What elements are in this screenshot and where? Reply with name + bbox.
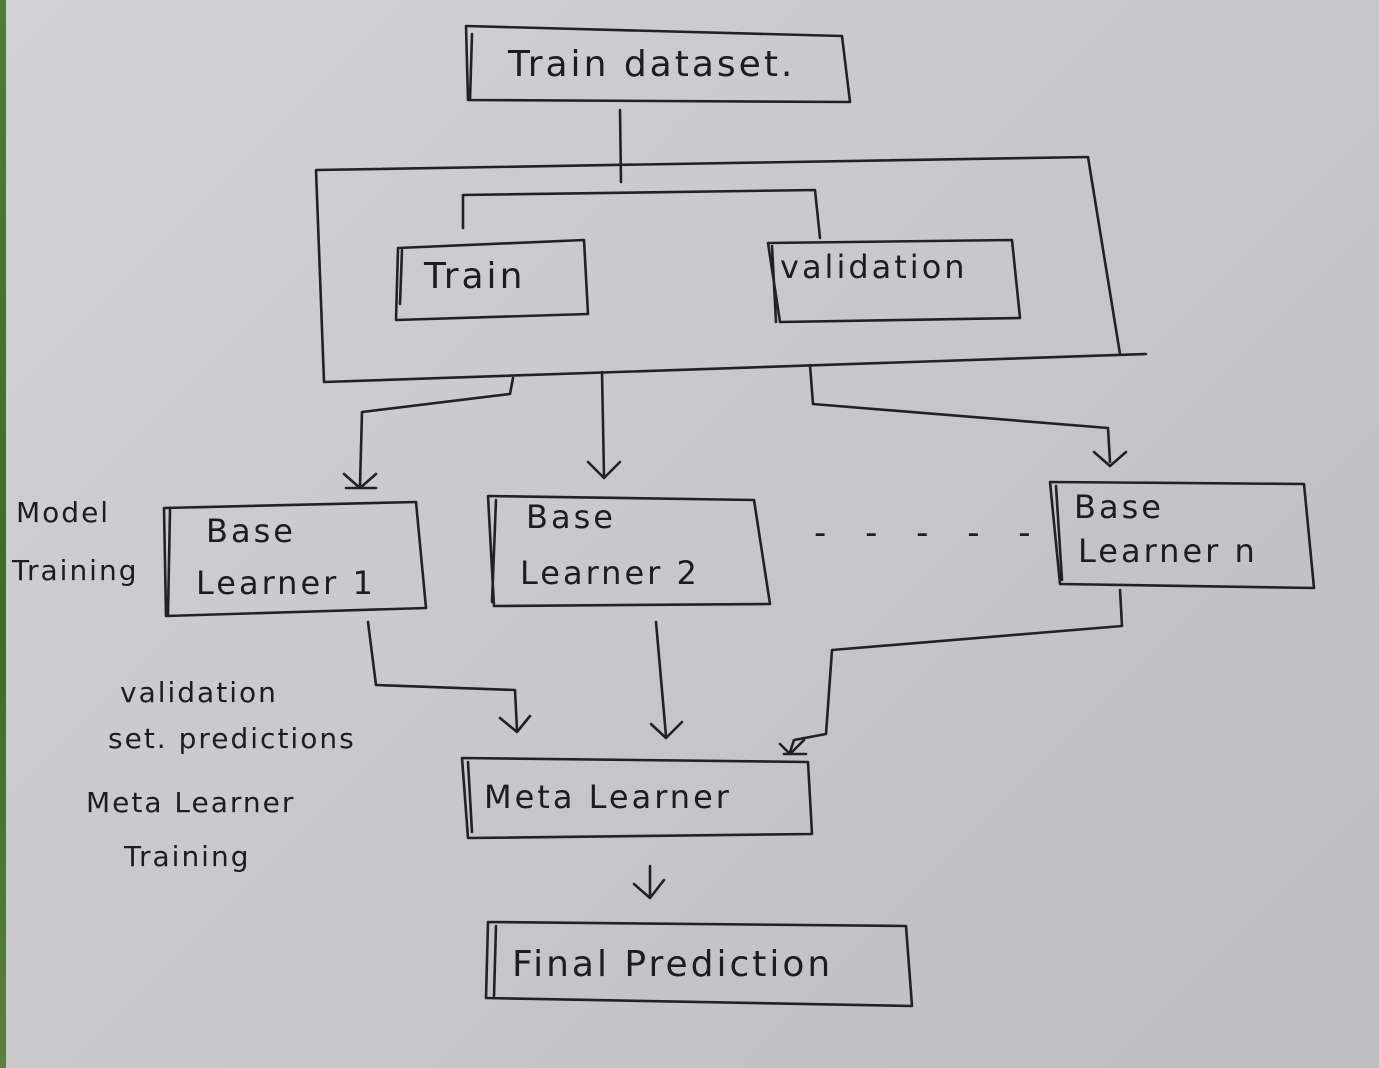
arrowhead-base-2: [586, 460, 622, 480]
node-final-prediction-label: Final Prediction: [512, 944, 833, 985]
edge-dataset-to-split: [618, 108, 623, 184]
node-train-label: Train: [423, 256, 525, 297]
edge-group-to-base-n: [808, 363, 1112, 464]
edge-base-2-to-meta: [654, 620, 668, 738]
label-validation-predictions-line2: set. predictions: [108, 722, 356, 755]
node-base-learner-2-line2: Learner 2: [520, 554, 700, 592]
label-meta-learner-training-line1: Meta Learner: [86, 786, 295, 819]
label-model-training: Model Training: [11, 496, 138, 587]
label-meta-learner-training-line2: Training: [123, 840, 250, 873]
edge-group-to-base-2: [600, 370, 606, 478]
node-validation: validation: [766, 238, 1022, 324]
node-base-learner-1: Base Learner 1: [162, 500, 428, 618]
arrowhead-base-1: [342, 472, 378, 490]
arrowhead-final: [632, 878, 666, 900]
node-meta-learner-label: Meta Learner: [484, 778, 732, 816]
background-edge: [0, 0, 6, 1068]
edge-base-n-to-meta: [788, 588, 1124, 754]
node-base-learner-1-line2: Learner 1: [196, 564, 376, 602]
node-validation-label: validation: [780, 248, 968, 286]
node-train: Train: [394, 238, 590, 322]
node-train-dataset: Train dataset.: [464, 24, 852, 104]
node-base-learner-1-line1: Base: [206, 512, 296, 550]
label-model-training-line2: Training: [11, 554, 138, 587]
node-base-learner-n-line1: Base: [1074, 488, 1164, 526]
label-validation-predictions: validation set. predictions: [108, 676, 356, 755]
connectors: [314, 108, 1148, 900]
node-train-dataset-label: Train dataset.: [507, 44, 795, 85]
node-base-learner-2-line1: Base: [526, 498, 616, 536]
node-base-learner-n: Base Learner n: [1048, 480, 1316, 590]
arrowhead-meta-from-n: [778, 738, 808, 756]
arrowhead-base-n: [1092, 450, 1128, 468]
label-meta-learner-training: Meta Learner Training: [86, 786, 295, 873]
edge-base-1-to-meta: [366, 620, 519, 732]
node-final-prediction: Final Prediction: [484, 920, 914, 1008]
node-base-learner-n-line2: Learner n: [1078, 532, 1258, 570]
node-meta-learner: Meta Learner: [460, 756, 814, 840]
arrowhead-meta-from-1: [498, 714, 532, 734]
node-base-learner-2: Base Learner 2: [486, 494, 772, 608]
edge-group-to-base-1: [358, 376, 515, 488]
label-model-training-line1: Model: [16, 496, 110, 529]
arrowhead-meta-from-2: [649, 720, 684, 740]
split-group-bracket: [314, 155, 1148, 384]
ellipsis-more-learners: - - - - -: [814, 513, 1045, 553]
edge-split-to-train-validation: [461, 188, 822, 240]
label-validation-predictions-line1: validation: [120, 676, 278, 709]
